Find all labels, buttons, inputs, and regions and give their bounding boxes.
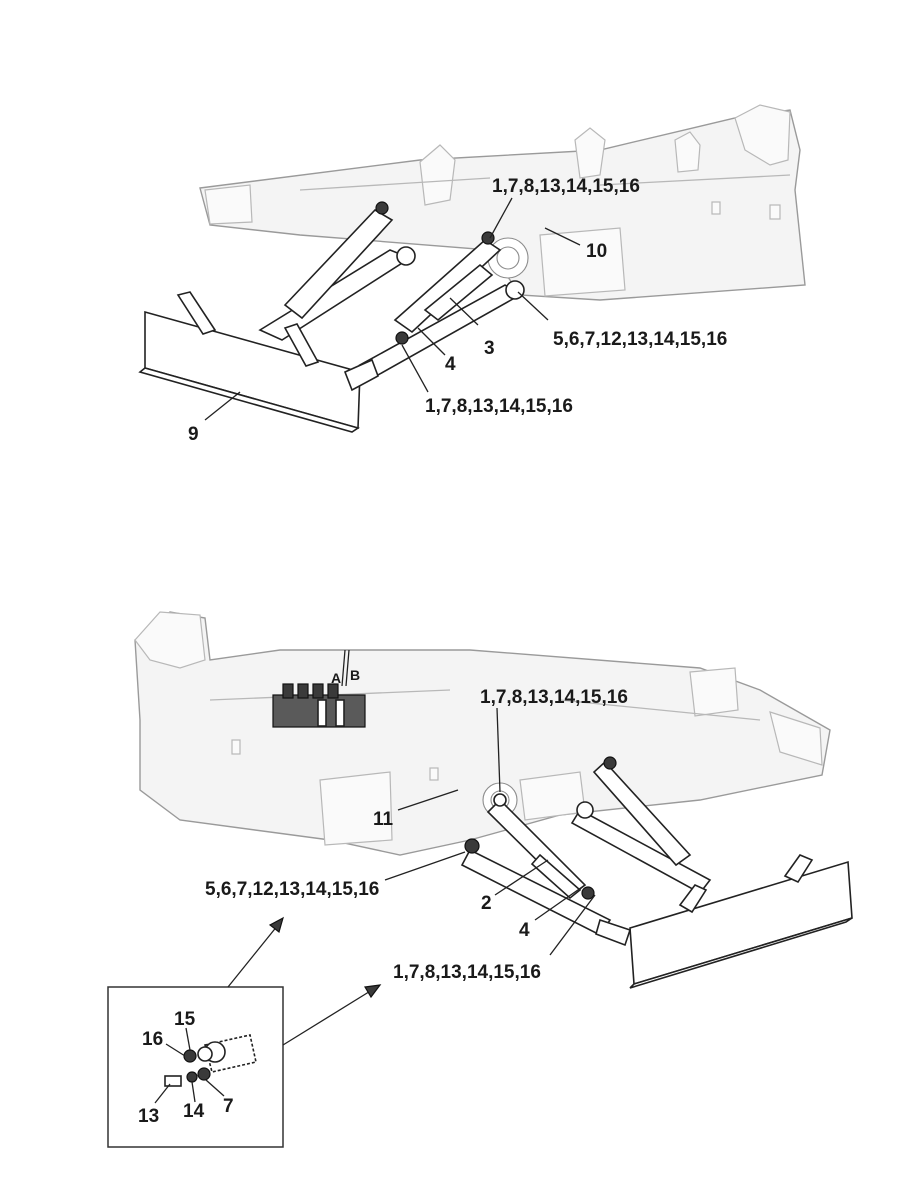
- top-callout-blade: 9: [188, 424, 199, 445]
- top-right-push-arm: [358, 231, 525, 376]
- bottom-right-push-arm: [570, 756, 712, 895]
- valve-port-a-label: A: [331, 670, 341, 686]
- detail-callout-spacer: 7: [223, 1096, 234, 1117]
- bottom-left-push-arm: [460, 793, 612, 937]
- valve-port-b-label: B: [350, 667, 360, 683]
- detail-callout-nut: 15: [174, 1009, 196, 1030]
- bottom-leader-lines: [384, 707, 596, 956]
- detail-inset: 15 16 13 14 7: [107, 916, 382, 1148]
- top-chassis-frame: [199, 104, 806, 301]
- detail-inset-box: [107, 986, 284, 1148]
- top-dozer-blade: [138, 291, 379, 433]
- top-callout-bracket: 10: [586, 241, 607, 262]
- top-assembly-view: 1,7,8,13,14,15,16 10 3 5,6,7,12,13,14,15…: [138, 104, 806, 445]
- top-callout-lower-pivot: 1,7,8,13,14,15,16: [425, 396, 573, 417]
- top-callout-upper-pivot: 1,7,8,13,14,15,16: [492, 176, 640, 197]
- bottom-callout-cylinder: 2: [481, 893, 492, 914]
- detail-callout-bolt: 13: [138, 1106, 159, 1127]
- top-left-push-arm: [258, 201, 416, 341]
- control-valve: [272, 649, 366, 728]
- top-leader-lines: [204, 197, 581, 421]
- detail-arrow-lower-pivot: [282, 989, 373, 1046]
- bottom-callout-push-arm: 4: [519, 920, 530, 941]
- detail-callout-washer-inner: 14: [183, 1101, 205, 1122]
- bottom-callout-hose: 11: [373, 809, 394, 830]
- bottom-chassis-frame: [134, 611, 831, 856]
- detail-arrow-frame-pin: [227, 924, 279, 988]
- bottom-callout-frame-pin: 5,6,7,12,13,14,15,16: [205, 879, 379, 900]
- bottom-callout-lower-pivot: 1,7,8,13,14,15,16: [393, 962, 541, 983]
- bottom-callout-upper-pivot: 1,7,8,13,14,15,16: [480, 687, 628, 708]
- bottom-assembly-view: A B: [134, 611, 853, 989]
- top-callout-push-arm: 4: [445, 354, 456, 375]
- top-callout-cylinder: 3: [484, 338, 495, 359]
- bottom-dozer-blade: [595, 854, 853, 989]
- detail-callout-washer-outer: 16: [142, 1029, 163, 1050]
- top-callout-frame-pin: 5,6,7,12,13,14,15,16: [553, 329, 727, 350]
- pin-assembly-illustration: [164, 1034, 257, 1087]
